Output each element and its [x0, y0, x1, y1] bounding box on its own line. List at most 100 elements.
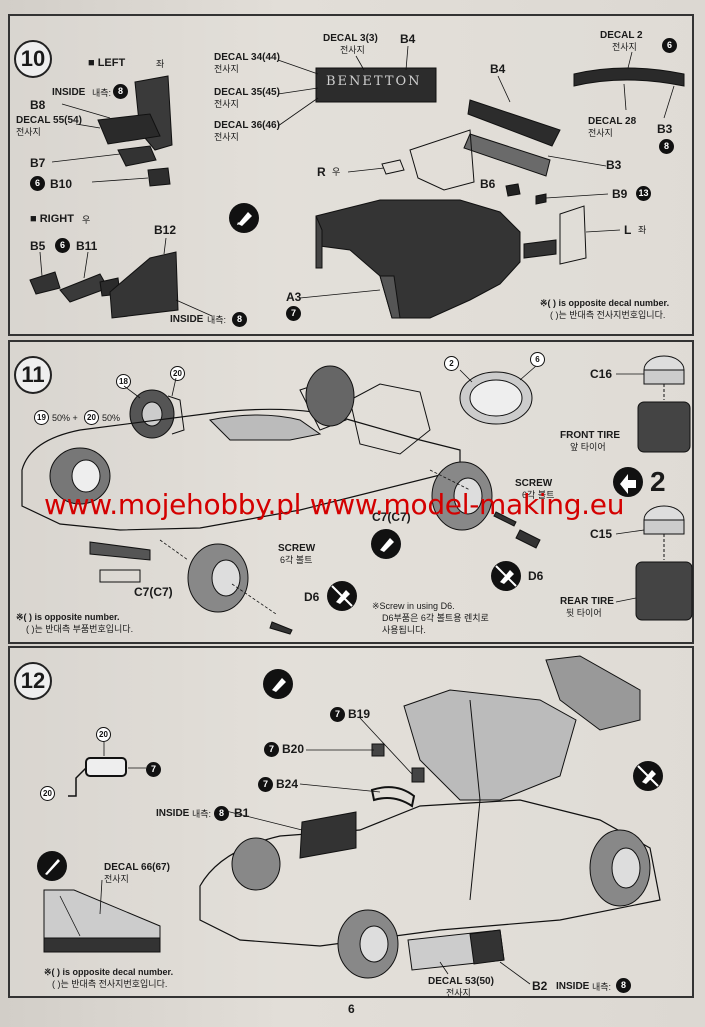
repeat-twice-icon	[613, 467, 643, 497]
part-b9: B9	[612, 187, 628, 201]
mix-paint-20: 20	[84, 410, 99, 425]
cement-glue-icon-step12	[263, 669, 293, 699]
b1-inside-label: INSIDE	[156, 808, 190, 819]
b1-inside-color: 8	[214, 806, 229, 821]
engine-cover-assembly-illustration	[299, 75, 621, 319]
decal-36-kr: 전사지	[214, 132, 239, 142]
inside-kr-bottom: 내측:	[207, 315, 227, 325]
part-b11: B11	[76, 239, 98, 253]
decal-2: DECAL 2	[600, 30, 643, 41]
part-b5: B5	[30, 239, 46, 253]
rear-tire-kr: 뒷 타이어	[566, 608, 602, 618]
screw-bottom-label: SCREW	[278, 543, 316, 554]
label-l-kr: 좌	[638, 225, 647, 235]
benetton-decal-illustration	[277, 45, 437, 127]
part-b24: B24	[276, 777, 299, 791]
rim-paint-6: 6	[530, 352, 545, 367]
part-b12: B12	[154, 223, 177, 237]
mix-20-pct: 50%	[102, 413, 121, 423]
part-b3-right: B3	[657, 122, 673, 136]
front-tire-label: FRONT TIRE	[560, 430, 620, 441]
page-number: 6	[348, 1002, 355, 1016]
inside-label-top: INSIDE	[52, 87, 86, 98]
b19-color: 7	[330, 707, 345, 722]
decal-66-kr: 전사지	[104, 874, 129, 884]
front-tire-kr: 앞 타이어	[570, 442, 606, 452]
rear-tire-label: REAR TIRE	[560, 596, 614, 607]
step-number-10: 10	[14, 40, 52, 78]
part-a3: A3	[286, 290, 302, 304]
step11-note-kr: ( )는 반대측 부품번호입니다.	[26, 624, 134, 634]
right-header-kr: 우	[82, 215, 91, 225]
part-c7-top: C7(C7)	[372, 510, 411, 524]
screw-bottom-kr: 6각 볼트	[280, 555, 313, 565]
decal-35: DECAL 35(45)	[214, 87, 280, 98]
b10-color: 6	[30, 176, 45, 191]
screw-top-label: SCREW	[515, 478, 553, 489]
part-c7-bottom: C7(C7)	[134, 585, 173, 599]
step12-note-en: ※( ) is opposite decal number.	[44, 967, 174, 977]
cement-glue-icon-step11	[371, 529, 401, 559]
benetton-decal-text: BENETTON	[326, 74, 422, 89]
no-cement-icon-right	[491, 561, 521, 591]
label-l: L	[624, 223, 632, 237]
step-number-11: 11	[14, 356, 52, 394]
decal-2-color: 6	[662, 38, 677, 53]
decal-2-kr: 전사지	[612, 42, 637, 52]
decal-28-kr: 전사지	[588, 128, 613, 138]
left-header: ■ LEFT	[88, 57, 126, 69]
watermark-text: www.mojehobby.pl www.model-making.eu	[44, 488, 625, 521]
part-b8: B8	[30, 98, 46, 112]
part-c16: C16	[590, 367, 613, 381]
paint-18: 18	[116, 374, 131, 389]
decal-3: DECAL 3(3)	[323, 33, 378, 44]
inside-kr-top: 내측:	[92, 88, 112, 98]
decal-55-kr: 전사지	[16, 127, 41, 137]
inside-color-top: 8	[113, 84, 128, 99]
no-cement-icon-bottom	[327, 581, 357, 611]
part-b6: B6	[480, 177, 496, 191]
decal-3-kr: 전사지	[340, 45, 365, 55]
mix-19-pct: 50% +	[52, 413, 78, 423]
decal-35-kr: 전사지	[214, 99, 239, 109]
part-b7: B7	[30, 156, 46, 170]
screw-note-kr2: 사용됩니다.	[382, 625, 426, 635]
nose-decal-illustration	[573, 51, 685, 119]
cement-glue-icon	[229, 203, 259, 233]
part-b4-top: B4	[400, 32, 416, 46]
step11-note-en: ※( ) is opposite number.	[16, 612, 120, 622]
decal-66: DECAL 66(67)	[104, 862, 170, 873]
label-r-kr: 우	[332, 167, 341, 177]
part-b3: B3	[606, 158, 622, 172]
mix-paint-19: 19	[34, 410, 49, 425]
step10-note-kr: ( )는 반대측 전사지번호입니다.	[550, 310, 666, 320]
a3-color: 7	[286, 306, 301, 321]
b5-color: 6	[55, 238, 70, 253]
decal-28: DECAL 28	[588, 116, 637, 127]
screw-top-kr: 6각 볼트	[522, 490, 555, 500]
repeat-count: 2	[650, 466, 666, 497]
b2-inside-kr: 내측:	[592, 982, 612, 992]
decal-36: DECAL 36(46)	[214, 120, 280, 131]
no-cement-icon-step12	[633, 761, 663, 791]
paint-20: 20	[170, 366, 185, 381]
part-b19: B19	[348, 707, 371, 721]
part-b2: B2	[532, 979, 548, 993]
label-r: R	[317, 165, 326, 179]
front-car-wheel-assembly-illustration	[21, 355, 693, 635]
left-header-kr: 좌	[156, 59, 165, 69]
mirror-color-7: 7	[146, 762, 161, 777]
screw-note-en: ※Screw in using D6.	[372, 601, 455, 611]
part-b1: B1	[234, 806, 250, 820]
b20-color: 7	[264, 742, 279, 757]
step-number-12: 12	[14, 662, 52, 700]
decal-53: DECAL 53(50)	[428, 976, 494, 987]
mirror-paint-20a: 20	[96, 727, 111, 742]
b2-inside-color: 8	[616, 978, 631, 993]
mirror-paint-20b: 20	[40, 786, 55, 801]
decal-34-kr: 전사지	[214, 64, 239, 74]
left-sidepod-parts-illustration	[29, 75, 213, 319]
b1-inside-kr: 내측:	[192, 809, 212, 819]
part-b20: B20	[282, 742, 305, 756]
